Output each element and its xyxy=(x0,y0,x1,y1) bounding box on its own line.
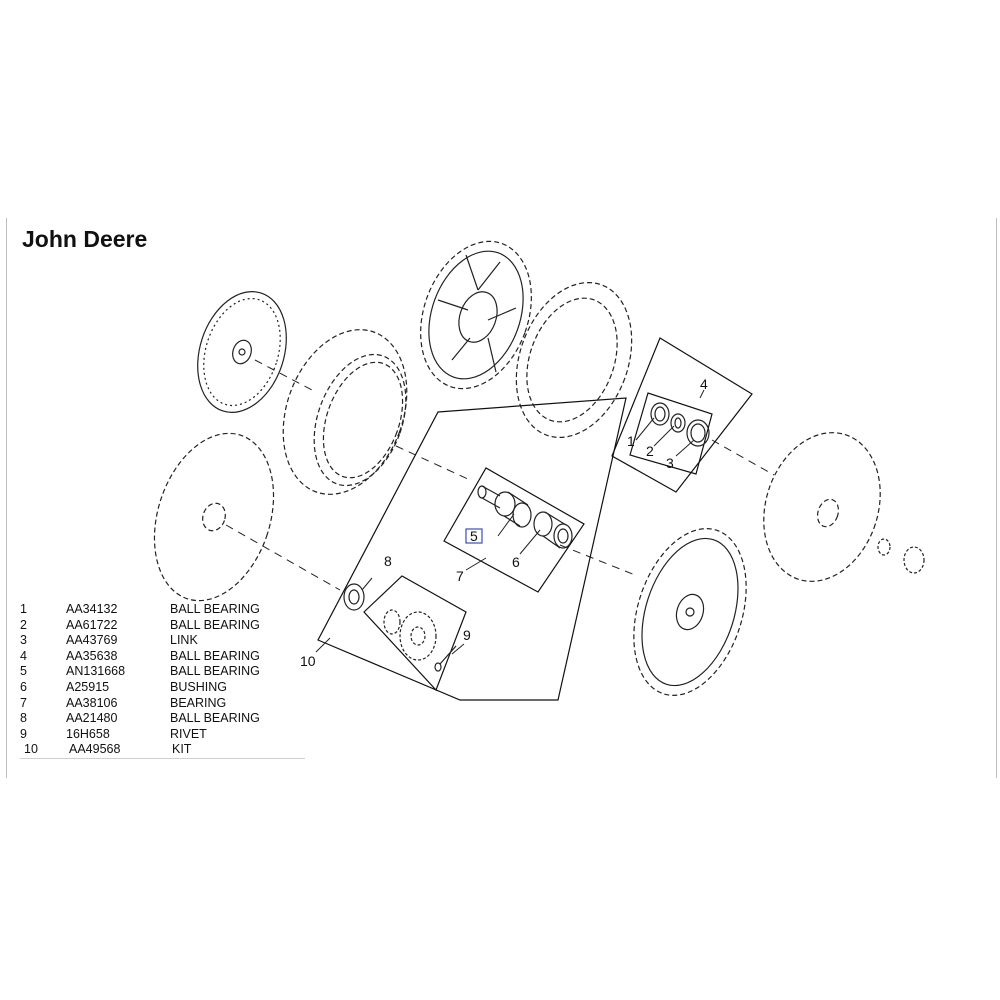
part-number-index: 4 xyxy=(20,648,27,663)
box-9-outline xyxy=(363,575,467,692)
parts-row: 10 AA49568 KIT xyxy=(0,742,320,758)
part-description: BALL BEARING xyxy=(170,711,260,726)
box-4-outline xyxy=(611,337,753,493)
part-number-index: 9 xyxy=(20,726,27,741)
part-number-index: 8 xyxy=(20,711,27,726)
callout-9: 9 xyxy=(463,627,471,643)
shaft-bearing-5-6 xyxy=(477,485,573,549)
callout-2: 2 xyxy=(646,443,654,459)
callout-5: 5 xyxy=(470,528,478,544)
bearing-8 xyxy=(343,583,365,611)
parts-row-spacer xyxy=(0,757,320,774)
parts-list-divider xyxy=(20,757,305,759)
part-id: AA21480 xyxy=(66,711,118,726)
bearings-1-2-3 xyxy=(650,402,710,447)
part-id: AA34132 xyxy=(66,602,118,616)
part-description: BALL BEARING xyxy=(170,648,260,663)
callout-4: 4 xyxy=(700,376,708,392)
part-description: BEARING xyxy=(170,695,227,710)
part-number-index: 2 xyxy=(20,617,27,632)
parts-row: 1 AA34132 BALL BEARING xyxy=(0,602,320,618)
part-id: AA35638 xyxy=(66,648,118,663)
callout-7: 7 xyxy=(456,568,464,584)
part-id: A25915 xyxy=(66,679,110,694)
parts-row: 7 AA38106 BEARING xyxy=(0,696,320,712)
part-description: BALL BEARING xyxy=(170,602,260,616)
parts-row: 9 16H658 RIVET xyxy=(0,727,320,743)
part-number-index: 10 xyxy=(24,742,38,757)
part-description: BALL BEARING xyxy=(170,617,260,632)
callout-6: 6 xyxy=(512,554,520,570)
parts-list: 1 AA34132 BALL BEARING 2 AA61722 BALL BE… xyxy=(0,602,320,774)
axis-lines xyxy=(225,359,775,591)
part-id: AA61722 xyxy=(66,617,118,632)
callout-8: 8 xyxy=(384,553,392,569)
tire-right xyxy=(515,281,633,439)
part-id: 16H658 xyxy=(66,726,110,741)
parts-row: 3 AA43769 LINK xyxy=(0,633,320,649)
callout-10: 10 xyxy=(300,653,316,669)
wheel-disc-bottom-right xyxy=(633,528,747,696)
part-number-index: 7 xyxy=(20,695,27,710)
part-description: RIVET xyxy=(170,726,207,741)
parts-row: 5 AN131668 BALL BEARING xyxy=(0,664,320,680)
wheel-hub-top xyxy=(420,240,532,390)
frame-left-line xyxy=(6,218,7,778)
wheel-disc-left xyxy=(153,432,275,602)
part-description: BUSHING xyxy=(170,679,227,694)
parts-row: 2 AA61722 BALL BEARING xyxy=(0,618,320,634)
small-washer-parts xyxy=(877,538,925,574)
callout-1: 1 xyxy=(627,433,635,449)
frame-right-line xyxy=(996,218,997,778)
parts-row: 4 AA35638 BALL BEARING xyxy=(0,649,320,665)
wheel-disc-right xyxy=(763,432,881,582)
brand-title: John Deere xyxy=(22,226,148,252)
part-number-index: 5 xyxy=(20,664,27,679)
rivet-9 xyxy=(434,645,457,672)
part-id: AA43769 xyxy=(66,633,118,648)
kit-outline xyxy=(317,397,627,701)
parts-row: 8 AA21480 BALL BEARING xyxy=(0,711,320,727)
part-description: LINK xyxy=(170,633,198,648)
box-7-outline xyxy=(443,467,585,593)
part-number-index: 3 xyxy=(20,633,27,648)
parts-row: 6 A25915 BUSHING xyxy=(0,680,320,696)
part-number-index: 6 xyxy=(20,679,27,694)
callout-3: 3 xyxy=(666,455,674,471)
hub-parts xyxy=(383,609,437,661)
box-4-inner xyxy=(629,392,713,475)
part-id: AA49568 xyxy=(69,742,121,757)
part-description: BALL BEARING xyxy=(170,664,260,679)
wheel-disc-top-left xyxy=(197,291,287,413)
part-id: AN131668 xyxy=(66,664,126,679)
part-description: KIT xyxy=(172,742,192,757)
part-id: AA38106 xyxy=(66,695,118,710)
part-number-index: 1 xyxy=(20,602,27,616)
callout-5-box xyxy=(465,528,483,544)
leader-lines xyxy=(315,389,705,655)
tire-left xyxy=(282,329,408,495)
